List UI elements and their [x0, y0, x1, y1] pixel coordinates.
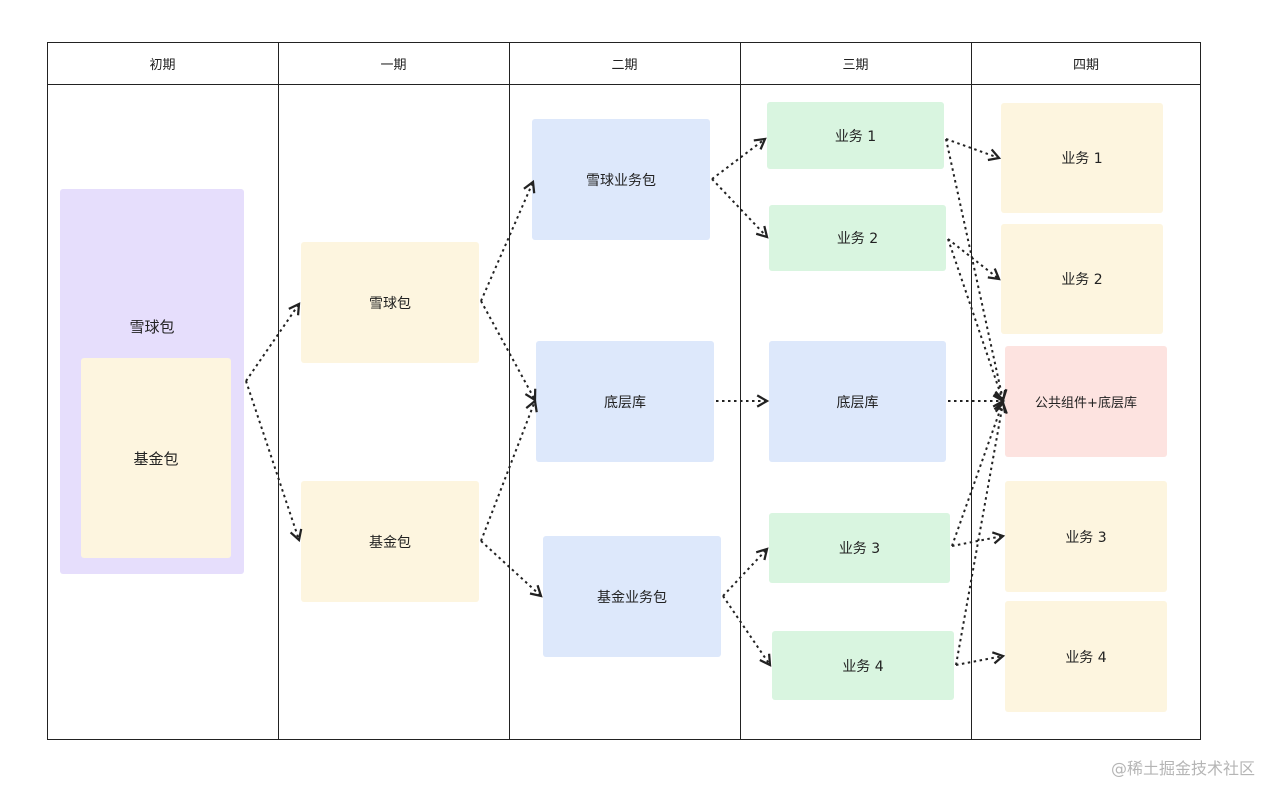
stage1-fund-package: 基金包 — [301, 481, 479, 602]
stage3-biz-2: 业务 2 — [769, 205, 946, 271]
stage4-biz-1: 业务 1 — [1001, 103, 1163, 213]
column-divider — [509, 42, 510, 740]
arrow-initial-to-snowball — [245, 302, 301, 382]
diagram-frame — [47, 42, 1201, 740]
column-header-phase-2: 二期 — [611, 58, 638, 73]
column-header-phase-1: 一期 — [380, 58, 407, 73]
arrow-biz4-to-common — [955, 400, 1008, 666]
column-header-phase-3: 三期 — [842, 58, 869, 73]
arrow-fund-to-fund-biz — [480, 540, 543, 598]
stage3-biz-4: 业务 4 — [772, 631, 954, 700]
column-divider — [278, 42, 279, 740]
stage4-biz-2: 业务 2 — [1001, 224, 1163, 334]
arrow-initial-to-fund — [245, 380, 303, 543]
arrow-fund-to-base-lib — [480, 398, 538, 542]
arrow-biz3-to-common — [951, 399, 1007, 547]
column-header-initial: 初期 — [149, 58, 176, 73]
arrow-biz3-to-biz3 — [951, 531, 1006, 547]
arrow-biz2-to-common — [947, 238, 1007, 404]
arrow-snowball-to-snowball-biz — [480, 179, 536, 302]
stage3-biz-3: 业务 3 — [769, 513, 950, 583]
arrow-biz1-to-biz1 — [945, 138, 1002, 162]
arrow-biz2-to-biz2 — [947, 238, 1001, 281]
arrow-snowball-biz-to-biz1 — [711, 137, 767, 180]
arrow-snowball-biz-to-biz2 — [711, 178, 769, 239]
arrow-biz1-to-common — [945, 138, 1008, 403]
arrow-fund-biz-to-biz3 — [722, 547, 769, 597]
arrow-fund-biz-to-biz4 — [722, 595, 772, 667]
column-header-phase-4: 四期 — [1072, 58, 1099, 73]
column-divider — [971, 42, 972, 740]
header-row — [47, 42, 1201, 85]
stage2-base-library: 底层库 — [536, 341, 714, 462]
stage2-snowball-biz-package: 雪球业务包 — [532, 119, 710, 240]
stage0-fund-package: 基金包 — [81, 358, 231, 558]
column-divider — [740, 42, 741, 740]
watermark: @稀土掘金技术社区 — [1110, 759, 1255, 778]
stage1-snowball-package: 雪球包 — [301, 242, 479, 363]
arrow-snowball-to-base-lib — [480, 300, 537, 402]
stage2-fund-biz-package: 基金业务包 — [543, 536, 721, 657]
stage3-biz-1: 业务 1 — [767, 102, 944, 169]
stage4-common-components-base-library: 公共组件+底层库 — [1005, 346, 1167, 457]
stage0-snowball-label: 雪球包 — [129, 318, 175, 336]
stage3-base-library: 底层库 — [769, 341, 946, 462]
stage4-biz-3: 业务 3 — [1005, 481, 1167, 592]
stage4-biz-4: 业务 4 — [1005, 601, 1167, 712]
arrow-biz4-to-biz4 — [955, 651, 1006, 666]
